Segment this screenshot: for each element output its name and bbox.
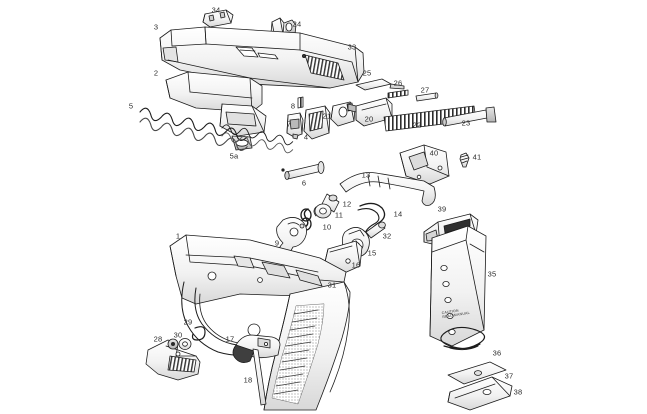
part-label-24: 24 [292,19,302,29]
part-29-catch-spring [191,326,206,341]
part-38-floorplate [447,376,513,411]
part-40-side-plate [399,144,450,185]
part-label-21: 21 [322,111,332,121]
part-label-1: 1 [175,231,181,241]
part-label-14: 14 [393,209,403,219]
part-label-40: 40 [429,148,439,158]
part-1-frame [169,234,351,411]
part-label-22: 22 [412,120,422,130]
part-label-16: 16 [351,260,361,270]
part-label-31: 31 [327,280,337,290]
part-label-38: 38 [513,387,523,397]
part-30-catch-washers [167,338,192,350]
part-5a-recoil-spring-inner [221,124,294,154]
part-36-magazine-spring [440,326,486,351]
part-label-9: 9 [274,238,280,248]
part-label-32: 32 [382,231,392,241]
part-label-37: 37 [504,371,514,381]
part-label-8: 8 [290,101,296,111]
part-label-13: 13 [361,170,371,180]
part-3-slide [159,26,365,89]
part-label-2: 2 [153,68,159,78]
part-5-recoil-spring [139,107,248,151]
part-label-11: 11 [334,210,344,220]
part-label-3: 3 [153,22,159,32]
part-label-5a: 5a [229,151,239,161]
part-23-guide-rod-long [442,106,497,127]
part-32-ejector-pin [365,221,386,239]
part-37-base-insert [447,361,507,385]
part-6-guide-rod [281,161,325,180]
part-25-safety-lever [355,78,405,91]
part-28-magazine-catch [145,339,201,381]
part-label-28: 28 [153,334,163,344]
part-label-34: 34 [211,5,221,15]
part-4-lug-block [303,105,331,140]
part-26-retainer [387,89,409,99]
part-label-41: 41 [472,152,482,162]
part-12-sear-pin [321,193,340,213]
part-label-29: 29 [183,317,193,327]
part-35-magazine-body [429,225,487,347]
part-label-18: 18 [243,375,253,385]
part-label-7: 7 [286,119,292,129]
part-label-12: 12 [342,199,352,209]
part-label-35: 35 [487,269,497,279]
part-label-33: 33 [347,42,357,52]
part-label-15: 15 [367,248,377,258]
part-label-39: 39 [437,204,447,214]
part-8-extractor-spring [297,96,304,109]
part-20-firing-pin [347,97,393,127]
part-34-rear-sight [202,9,234,28]
part-11-sear-washer [313,203,332,219]
part-label-26: 26 [393,78,403,88]
part-18-takedown-pin [252,348,267,406]
part-label-5: 5 [128,101,134,111]
part-27-retaining-pin [415,92,439,102]
part-2-barrel [165,71,267,151]
part-41-screw [459,152,470,168]
part-label-10: 10 [322,222,332,232]
part-7-extractor [286,112,304,140]
part-label-4: 4 [303,132,309,142]
part-label-25: 25 [362,68,372,78]
part-label-27: 27 [420,85,430,95]
part-17-takedown-lever [232,334,281,363]
part-label-6: 6 [301,178,307,188]
part-label-23: 23 [461,118,471,128]
part-label-36: 36 [492,348,502,358]
part-13-trigger-bar [339,172,436,206]
part-label-30: 30 [173,330,183,340]
part-label-17: 17 [225,334,235,344]
part-label-20: 20 [364,114,374,124]
